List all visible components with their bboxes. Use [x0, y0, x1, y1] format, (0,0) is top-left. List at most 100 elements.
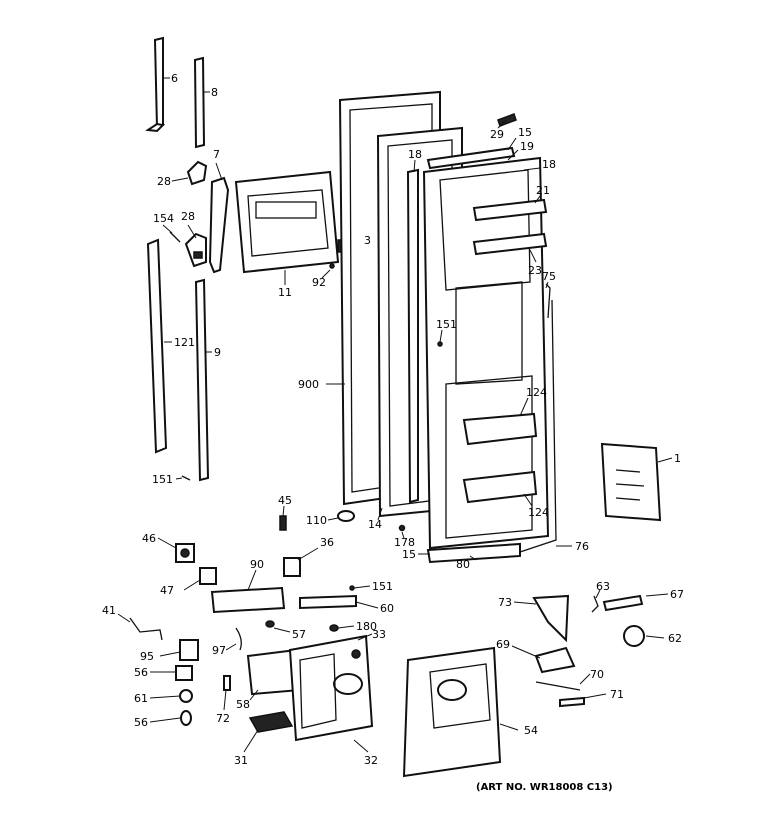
screw-151-liner: [437, 329, 443, 347]
spring-63: [591, 589, 601, 613]
callout-80: 80: [456, 558, 470, 571]
callout-180: 180: [356, 620, 377, 633]
callout-28b: 28: [181, 210, 195, 223]
callout-62: 62: [668, 632, 682, 645]
callout-41: 41: [102, 604, 116, 617]
control-board-90: [210, 569, 286, 614]
callout-76: 76: [575, 540, 589, 553]
callout-56b: 56: [134, 716, 148, 729]
callout-7: 7: [213, 148, 220, 161]
art-number: (ART NO. WR18008 C13): [476, 782, 613, 793]
callout-60: 60: [380, 602, 394, 615]
switch-47: [183, 567, 217, 591]
callout-46: 46: [142, 532, 156, 545]
callout-3: 3: [364, 234, 371, 247]
callout-1: 1: [674, 452, 681, 465]
callout-21: 21: [536, 184, 550, 197]
callout-73: 73: [498, 596, 512, 609]
screw-151-lower: [349, 585, 371, 591]
callout-90: 90: [250, 558, 264, 571]
screw-178: [398, 524, 406, 539]
lever-41: [117, 613, 163, 641]
callout-92: 92: [312, 276, 326, 289]
rod-70: [535, 673, 591, 691]
trim-strip-121: [146, 238, 172, 454]
callout-47: 47: [160, 584, 174, 597]
callout-19: 19: [520, 140, 534, 153]
bracket-60: [299, 594, 379, 610]
screw-151-left: [175, 475, 191, 481]
callout-15b: 15: [402, 548, 416, 561]
callout-56a: 56: [134, 666, 148, 679]
callout-154: 154: [153, 212, 174, 225]
bar-29: [497, 113, 517, 129]
callout-58: 58: [236, 698, 250, 711]
manual-1: [600, 442, 673, 522]
dispenser-frame-11: [234, 170, 340, 285]
callout-29: 29: [490, 128, 504, 141]
part-72: [223, 675, 231, 711]
flap-69: [511, 645, 576, 674]
callout-33: 33: [372, 628, 386, 641]
clip-45: [279, 505, 287, 531]
strip-19: [507, 149, 519, 161]
callout-18a: 18: [408, 148, 422, 161]
hinge-bottom-15-80: [418, 542, 521, 564]
callout-23: 23: [528, 264, 542, 277]
callout-178: 178: [394, 536, 415, 549]
bracket-67: [602, 593, 669, 612]
callout-61: 61: [134, 692, 148, 705]
callout-900: 900: [298, 378, 319, 391]
callout-14: 14: [368, 518, 382, 531]
callout-8: 8: [211, 86, 218, 99]
dispenser-housing-32: [288, 634, 374, 753]
callout-151a: 151: [152, 473, 173, 486]
callout-75: 75: [542, 270, 556, 283]
bin-124-upper: [462, 397, 538, 446]
callout-67: 67: [670, 588, 684, 601]
actuator-36: [283, 547, 319, 577]
callout-124b: 124: [528, 506, 549, 519]
callout-54: 54: [524, 724, 538, 737]
callout-63: 63: [596, 580, 610, 593]
tube-75: [545, 281, 551, 319]
callout-69: 69: [496, 638, 510, 651]
callout-70: 70: [590, 668, 604, 681]
bracket-28-lower: [184, 224, 207, 268]
callout-15a: 15: [518, 126, 532, 139]
bracket-28-upper: [171, 160, 208, 186]
callout-151b: 151: [436, 318, 457, 331]
wire-97: [225, 627, 242, 651]
callout-97: 97: [212, 644, 226, 657]
switch-95: [159, 639, 199, 661]
callout-110: 110: [306, 514, 327, 527]
screw-180: [329, 624, 355, 632]
breaker-strip-18-left: [406, 159, 419, 504]
door-liner: [422, 156, 550, 550]
rod-71: [559, 693, 607, 708]
part-61: [149, 689, 193, 703]
trim-strip-9: [194, 278, 212, 482]
breaker-strip-18-right: [523, 167, 541, 171]
screw-154: [162, 224, 181, 243]
callout-57: 57: [292, 628, 306, 641]
drip-tray-31: [243, 711, 294, 753]
trim-15-top: [426, 137, 517, 170]
callout-32: 32: [364, 754, 378, 767]
light-110: [327, 510, 355, 522]
bin-124-lower: [462, 470, 538, 507]
callout-6: 6: [171, 72, 178, 85]
part-56-upper: [150, 665, 193, 681]
switch-46: [157, 537, 195, 563]
callout-71: 71: [610, 688, 624, 701]
callout-95: 95: [140, 650, 154, 663]
handle-7: [208, 162, 230, 274]
callout-18b: 18: [542, 158, 556, 171]
shelf-21: [472, 195, 548, 222]
part-33: [351, 633, 373, 659]
callout-11: 11: [278, 286, 292, 299]
callout-36: 36: [320, 536, 334, 549]
callout-labels: 6 8 7 28 28 154 11 3 92 29 15 19 18 18 2…: [102, 72, 684, 767]
callout-124a: 124: [526, 386, 547, 399]
